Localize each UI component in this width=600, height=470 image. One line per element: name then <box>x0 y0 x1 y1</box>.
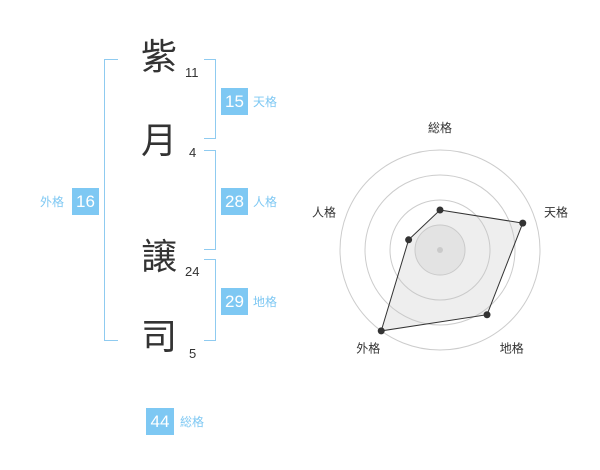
stroke-count-1: 11 <box>185 65 199 80</box>
gaikaku-label: 外格 <box>40 195 65 209</box>
radar-axis-label: 天格 <box>544 204 568 219</box>
gaikaku-bracket <box>104 59 118 341</box>
radar-axis-label: 総格 <box>428 120 452 135</box>
radar-point <box>519 219 527 227</box>
name-char-1: 紫 <box>141 37 178 78</box>
radar-axis-label: 地格 <box>500 341 524 356</box>
jinkaku-label: 人格 <box>253 195 278 209</box>
radar-point <box>377 327 385 335</box>
jinkaku-bracket <box>204 150 216 250</box>
name-char-3: 譲 <box>141 237 178 278</box>
stroke-count-4: 5 <box>189 346 197 361</box>
radar-point <box>483 311 491 319</box>
chikaku-label: 地格 <box>253 295 278 309</box>
chikaku-value: 29 <box>221 288 248 315</box>
gaikaku-value: 16 <box>72 188 99 215</box>
radar-point <box>436 206 444 214</box>
radar-axis-label: 外格 <box>356 341 380 356</box>
radar-point <box>405 236 413 244</box>
tenkaku-bracket <box>204 59 216 139</box>
radar-ring <box>339 149 541 351</box>
radar-series-shape <box>380 209 524 332</box>
name-char-2: 月 <box>141 121 178 162</box>
stroke-count-2: 4 <box>189 145 197 160</box>
tenkaku-label: 天格 <box>253 95 278 109</box>
soukaku-label: 総格 <box>180 415 205 429</box>
radar-axis-label: 人格 <box>312 204 336 219</box>
soukaku-value: 44 <box>146 408 174 435</box>
jinkaku-value: 28 <box>221 188 248 215</box>
tenkaku-value: 15 <box>221 88 248 115</box>
name-char-4: 司 <box>141 317 178 358</box>
radar-ring <box>364 174 516 326</box>
stroke-count-3: 24 <box>185 264 200 279</box>
chikaku-bracket <box>204 259 216 341</box>
radar-center <box>437 247 443 253</box>
radar-ring <box>389 199 491 301</box>
